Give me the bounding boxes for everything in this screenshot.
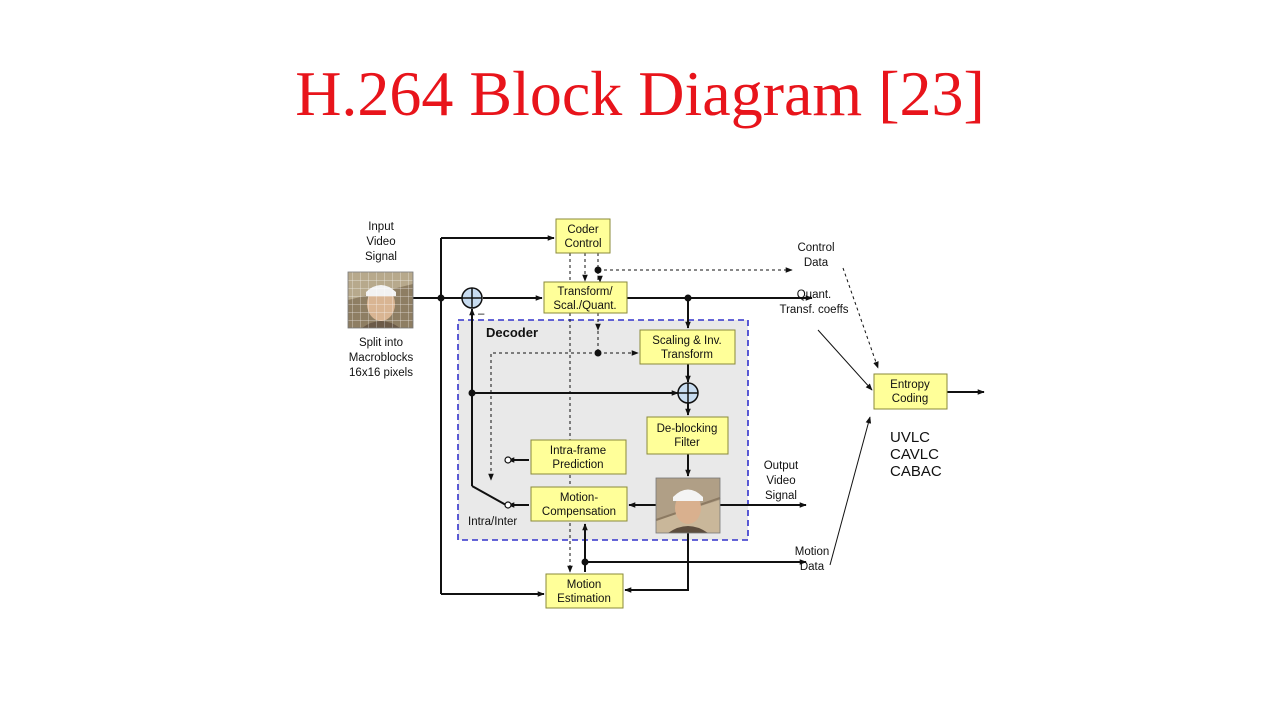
svg-text:Entropy: Entropy <box>890 379 930 391</box>
entropy-coding-block: Entropy Coding <box>873 373 948 410</box>
svg-text:Macroblocks: Macroblocks <box>349 352 414 364</box>
svg-text:Video: Video <box>766 475 795 487</box>
split-macroblocks-label: Split into Macroblocks 16x16 pixels <box>349 337 414 379</box>
output-video-label: Output Video Signal <box>764 460 799 502</box>
svg-text:Estimation: Estimation <box>557 593 611 605</box>
svg-text:Motion: Motion <box>795 546 830 558</box>
coder-control-block: Coder Control <box>555 218 611 254</box>
svg-text:Intra-frame: Intra-frame <box>550 445 606 457</box>
svg-text:Signal: Signal <box>365 251 397 263</box>
svg-text:Transform/: Transform/ <box>557 286 613 298</box>
svg-text:De-blocking: De-blocking <box>657 423 718 435</box>
svg-text:Quant.: Quant. <box>797 289 832 301</box>
svg-text:Control: Control <box>797 242 834 254</box>
deblocking-block: De-blocking Filter <box>646 416 729 455</box>
scaling-block: Scaling & Inv. Transform <box>639 329 736 365</box>
svg-text:Scal./Quant.: Scal./Quant. <box>553 300 616 312</box>
svg-text:16x16 pixels: 16x16 pixels <box>349 367 413 379</box>
reconstruction-adder <box>677 382 699 404</box>
svg-text:Data: Data <box>804 257 829 269</box>
svg-text:Motion: Motion <box>567 579 602 591</box>
output-frame-image <box>655 477 721 534</box>
input-frame-image <box>347 271 414 329</box>
transform-block: Transform/ Scal./Quant. <box>543 281 628 314</box>
svg-text:Transf. coeffs: Transf. coeffs <box>779 304 848 316</box>
junction-dots <box>437 266 692 566</box>
slide-title: H.264 Block Diagram [23] <box>295 58 985 129</box>
svg-text:Control: Control <box>564 238 601 250</box>
svg-text:Coding: Coding <box>892 393 928 405</box>
svg-text:Motion-: Motion- <box>560 492 599 504</box>
svg-text:Filter: Filter <box>674 437 700 449</box>
svg-text:Scaling & Inv.: Scaling & Inv. <box>652 335 721 347</box>
motion-data-label: Motion Data <box>795 546 830 573</box>
input-adder <box>461 287 483 309</box>
intra-inter-label: Intra/Inter <box>468 516 517 528</box>
svg-text:Output: Output <box>764 460 799 472</box>
svg-text:CAVLC: CAVLC <box>890 446 939 463</box>
svg-text:Signal: Signal <box>765 490 797 502</box>
motion-estimation-block: Motion Estimation <box>545 573 624 609</box>
svg-text:Transform: Transform <box>661 349 713 361</box>
svg-text:Data: Data <box>800 561 825 573</box>
svg-text:Prediction: Prediction <box>552 459 603 471</box>
svg-text:Input: Input <box>368 221 394 233</box>
intra-contact <box>504 456 512 464</box>
svg-text:Coder: Coder <box>567 224 598 236</box>
svg-text:Split into: Split into <box>359 337 403 349</box>
entropy-methods-label: UVLC CAVLC CABAC <box>890 429 942 480</box>
svg-text:Compensation: Compensation <box>542 506 616 518</box>
inter-contact <box>504 501 512 509</box>
input-video-label: Input Video Signal <box>365 221 397 263</box>
intra-prediction-block: Intra-frame Prediction <box>530 439 627 475</box>
minus-sign: – <box>478 308 485 320</box>
signal-lines <box>413 235 985 597</box>
quant-coeffs-label: Quant. Transf. coeffs <box>779 289 848 316</box>
svg-text:CABAC: CABAC <box>890 463 942 480</box>
decoder-label: Decoder <box>486 325 538 340</box>
svg-text:Video: Video <box>366 236 395 248</box>
svg-text:UVLC: UVLC <box>890 429 930 446</box>
control-data-label: Control Data <box>797 242 834 269</box>
motion-compensation-block: Motion- Compensation <box>530 486 628 522</box>
